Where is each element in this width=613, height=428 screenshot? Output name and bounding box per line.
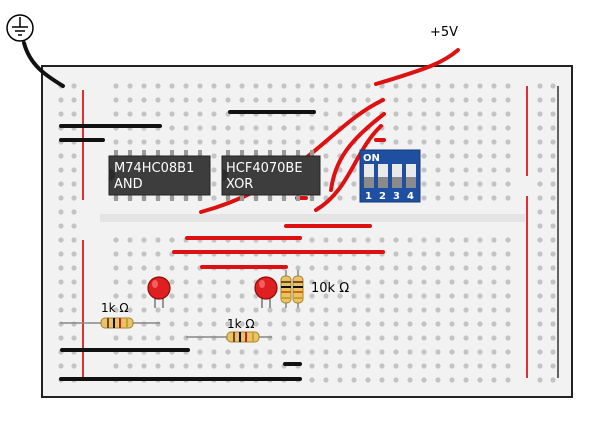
chip-xor-function: XOR <box>226 177 253 192</box>
dip-switch-position-4: 4 <box>407 191 414 202</box>
chip-and: M74HC08B1 AND <box>108 150 211 201</box>
chip-and-pins <box>114 150 202 201</box>
dip-switch-position-2: 2 <box>379 191 386 202</box>
led-1 <box>147 276 171 308</box>
dip-toggle-4[interactable] <box>406 164 416 188</box>
ground-lead-wire <box>22 41 65 88</box>
dip-switch-position-1: 1 <box>365 191 372 202</box>
dip-switch-toggles[interactable] <box>364 164 416 188</box>
supply-lead-wire <box>374 48 460 86</box>
chip-xor: HCF4070BE XOR <box>221 150 321 201</box>
red-wire-3 <box>314 124 383 212</box>
supply-label: +5V <box>430 25 458 40</box>
pulldown-resistor-1 <box>280 270 292 308</box>
resistor-a <box>60 317 160 329</box>
dip-switch[interactable]: ON 1 2 3 4 <box>359 149 421 203</box>
pulldown-resistor-2 <box>292 270 304 308</box>
red-wires <box>172 98 386 269</box>
dip-toggle-1[interactable] <box>364 164 374 188</box>
chip-xor-pins <box>226 150 314 201</box>
breadboard <box>41 65 573 398</box>
dip-toggle-2[interactable] <box>378 164 388 188</box>
resistor-b-label: 1k Ω <box>227 317 255 331</box>
dip-toggle-knob-1[interactable] <box>364 177 374 188</box>
center-channel <box>100 214 525 222</box>
dip-switch-position-3: 3 <box>393 191 400 202</box>
dip-toggle-knob-4[interactable] <box>406 177 416 188</box>
dip-toggle-knob-3[interactable] <box>392 177 402 188</box>
dip-toggle-knob-2[interactable] <box>378 177 388 188</box>
led-2 <box>254 276 278 308</box>
ground-icon <box>6 14 34 42</box>
chip-and-function: AND <box>114 177 143 192</box>
dip-toggle-3[interactable] <box>392 164 402 188</box>
chip-and-part: M74HC08B1 <box>114 161 194 176</box>
resistor-b <box>186 331 272 343</box>
red-wire-2 <box>329 112 386 192</box>
pulldown-resistor-label: 10k Ω <box>311 281 349 296</box>
red-wire-1 <box>199 98 385 214</box>
chip-xor-part: HCF4070BE <box>226 161 303 176</box>
dip-switch-on-label: ON <box>363 153 380 164</box>
black-wires <box>59 110 316 381</box>
resistor-a-label: 1k Ω <box>101 301 129 315</box>
